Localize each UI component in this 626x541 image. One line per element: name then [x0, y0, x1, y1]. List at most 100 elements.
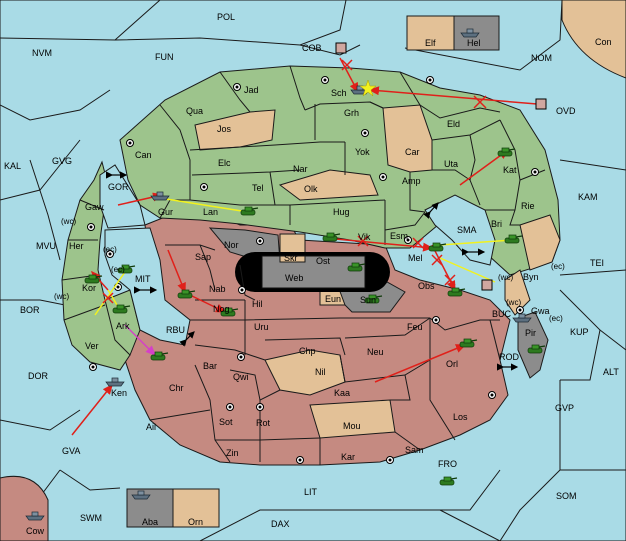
label-lan: Lan [203, 207, 218, 217]
supply-center-icon [238, 286, 246, 294]
label-chp: Chp [299, 346, 316, 356]
supply-center-icon [106, 250, 114, 258]
supply-center-icon [426, 76, 434, 84]
label-los: Los [453, 412, 468, 422]
label-gur: Gur [158, 207, 173, 217]
province-web-ost[interactable] [261, 255, 366, 289]
label-elf: Elf [425, 38, 436, 48]
label-kat: Kat [503, 165, 517, 175]
label-gwa: Gwa [531, 306, 550, 316]
label-nab: Nab [209, 284, 226, 294]
label-jad: Jad [244, 85, 259, 95]
cross-mark-icon [341, 59, 353, 71]
label-feu: Feu [407, 322, 423, 332]
label-pol: POL [217, 12, 235, 22]
label-dor: DOR [28, 371, 49, 381]
supply-center-icon [432, 316, 440, 324]
province-labels: POL NVM FUN COB NOM Con Elf Hel OVD KAL … [4, 12, 619, 536]
label-sch: Sch [331, 88, 347, 98]
supply-center-icon [237, 353, 245, 361]
label-obs: Obs [418, 281, 435, 291]
double-arrow-icon [423, 202, 439, 219]
label-ken: Ken [111, 388, 127, 398]
province-cow[interactable] [0, 475, 49, 541]
province-ark[interactable] [104, 289, 141, 356]
label-neu: Neu [367, 347, 384, 357]
label-uru: Uru [254, 322, 269, 332]
label-sam: Sam [405, 445, 424, 455]
label-nvm: NVM [32, 48, 52, 58]
label-sap: Sap [195, 252, 211, 262]
supply-center-icon [226, 403, 234, 411]
province-orn[interactable] [172, 488, 220, 528]
label-gva: GVA [62, 446, 80, 456]
label-hel: Hel [467, 38, 481, 48]
label-her: Her [69, 241, 84, 251]
label-rbu: RBU [166, 325, 185, 335]
cross-mark-icon [102, 292, 114, 304]
label-rie: Rie [521, 201, 535, 211]
supply-center-icon [379, 173, 387, 181]
label-mvu: MVU [36, 241, 56, 251]
sea-sma[interactable] [424, 194, 496, 266]
supply-center-icon [321, 76, 329, 84]
label-bri: Bri [491, 219, 502, 229]
label-zin: Zin [226, 448, 239, 458]
label-sun: Sun [360, 295, 376, 305]
label-bar: Bar [203, 361, 217, 371]
province-byn[interactable] [519, 214, 561, 271]
label-hil: Hil [252, 299, 263, 309]
province-olk[interactable] [278, 169, 379, 201]
convoy-orders [124, 324, 157, 357]
supply-center-icon [256, 237, 264, 245]
label-ver: Ver [85, 341, 99, 351]
label-kup: KUP [570, 327, 589, 337]
supply-center-icon [200, 183, 208, 191]
label-qua: Qua [186, 106, 203, 116]
supply-center-icon [404, 236, 412, 244]
label-eun: Eun [325, 294, 341, 304]
label-ovd: OVD [556, 106, 576, 116]
label-nor: Nor [224, 240, 239, 250]
cross-mark-icon [444, 274, 456, 286]
label-con: Con [595, 37, 612, 47]
label-fro: FRO [438, 459, 457, 469]
star-burst-icon [359, 79, 377, 97]
double-arrow-icon [179, 331, 195, 347]
label-coast-wc: (wc) [54, 292, 69, 301]
province-borders [61, 65, 546, 465]
label-mou: Mou [343, 421, 361, 431]
label-pir: Pir [525, 328, 536, 338]
label-kor: Kor [82, 283, 96, 293]
label-skr: Skr [284, 253, 298, 263]
label-gvg: GVG [52, 156, 72, 166]
label-eld: Eld [447, 119, 460, 129]
label-coast-ec: (ec) [551, 262, 565, 271]
label-som: SOM [556, 491, 577, 501]
label-vik: Vik [358, 232, 371, 242]
label-gor: GOR [108, 182, 129, 192]
supply-center-icon [488, 391, 496, 399]
province-mou[interactable] [309, 399, 396, 439]
cross-mark-icon [431, 254, 443, 266]
label-alt: ALT [603, 367, 619, 377]
label-coast-ec: (ec) [103, 245, 117, 254]
label-coast-wc: (wc) [498, 273, 513, 282]
label-tei: TEI [590, 258, 604, 268]
label-rot: Rot [256, 418, 271, 428]
flag-icon [535, 98, 547, 110]
supply-center-icon [386, 456, 394, 464]
supply-center-icon [296, 456, 304, 464]
label-dax: DAX [271, 519, 290, 529]
supply-center-icon [126, 139, 134, 147]
supply-center-icon [87, 223, 95, 231]
label-kar: Kar [341, 452, 355, 462]
supply-center-icon [89, 363, 97, 371]
label-uta: Uta [444, 159, 458, 169]
label-grh: Grh [344, 108, 359, 118]
sea-gor[interactable] [99, 164, 146, 229]
label-kam: KAM [578, 192, 598, 202]
label-nog: Nog [213, 304, 230, 314]
label-rod: ROD [499, 352, 520, 362]
green-hook [61, 160, 131, 371]
